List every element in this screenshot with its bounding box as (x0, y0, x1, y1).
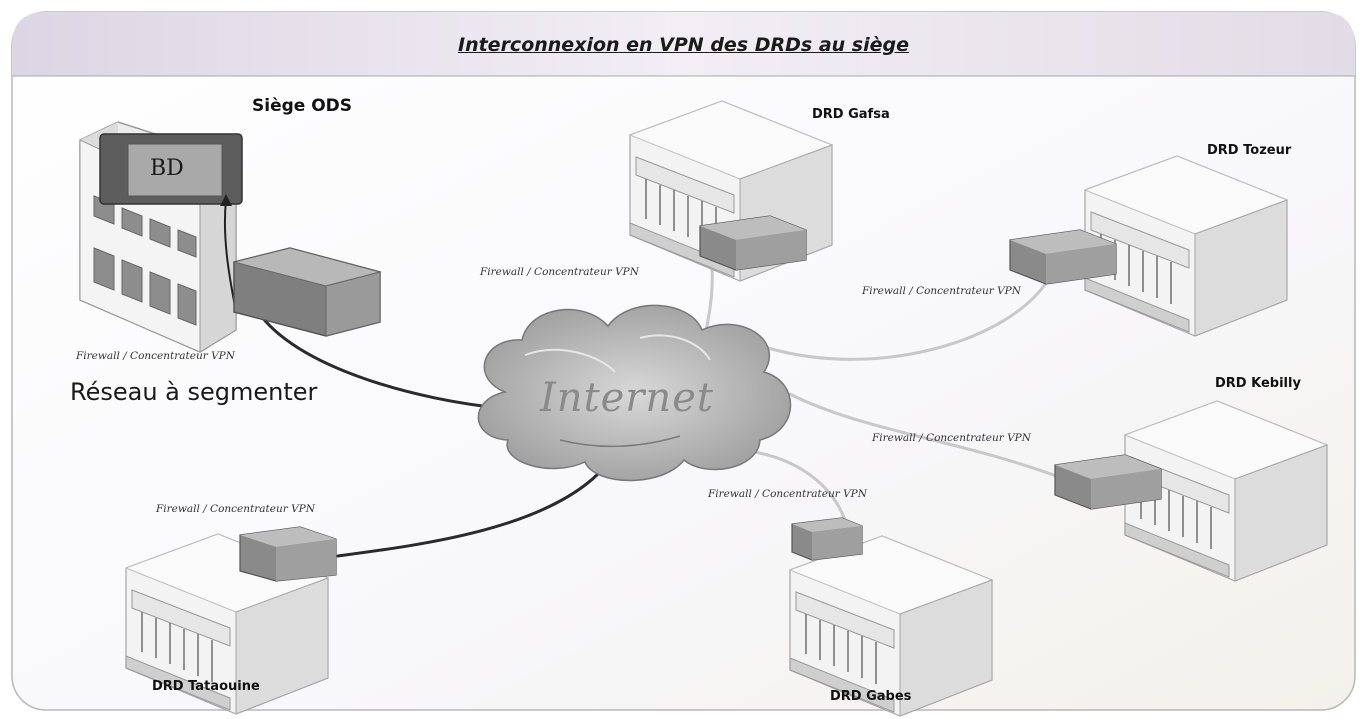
hq-firewall-device (233, 247, 382, 337)
gafsa-firewall-label: Firewall / Concentrateur VPN (480, 266, 639, 278)
tataouine-name: DRD Tataouine (152, 679, 260, 694)
link-tozeur-internet (766, 278, 1050, 361)
building-tozeur (1083, 155, 1289, 337)
header-band (12, 12, 1355, 76)
link-tataouine-internet (336, 472, 600, 558)
link-kebilly-internet (788, 392, 1064, 480)
gabes-firewall-label: Firewall / Concentrateur VPN (708, 488, 867, 500)
hq-building (79, 121, 243, 353)
internet-cloud (477, 304, 792, 482)
network-segment-label: Réseau à segmenter (70, 378, 318, 406)
gabes-firewall-device (791, 517, 863, 561)
tataouine-firewall-label: Firewall / Concentrateur VPN (156, 503, 315, 515)
tataouine-firewall-device (239, 526, 337, 582)
diagram-title: Interconnexion en VPN des DRDs au siège (458, 34, 909, 56)
kebilly-firewall-label: Firewall / Concentrateur VPN (872, 432, 1031, 444)
gabes-name: DRD Gabes (830, 689, 912, 704)
tozeur-firewall-device (1009, 229, 1117, 285)
kebilly-firewall-device (1054, 454, 1162, 510)
internet-label: Internet (540, 375, 714, 421)
gafsa-firewall-device (699, 215, 807, 271)
tozeur-firewall-label: Firewall / Concentrateur VPN (862, 285, 1021, 297)
kebilly-name: DRD Kebilly (1215, 376, 1301, 391)
hq-name: Siège ODS (252, 96, 353, 116)
bd-label: BD (150, 156, 184, 181)
tozeur-name: DRD Tozeur (1207, 143, 1292, 158)
gafsa-name: DRD Gafsa (812, 107, 890, 122)
link-hq-internet (256, 310, 502, 410)
hq-firewall-label: Firewall / Concentrateur VPN (76, 350, 235, 362)
building-gabes (788, 535, 994, 717)
